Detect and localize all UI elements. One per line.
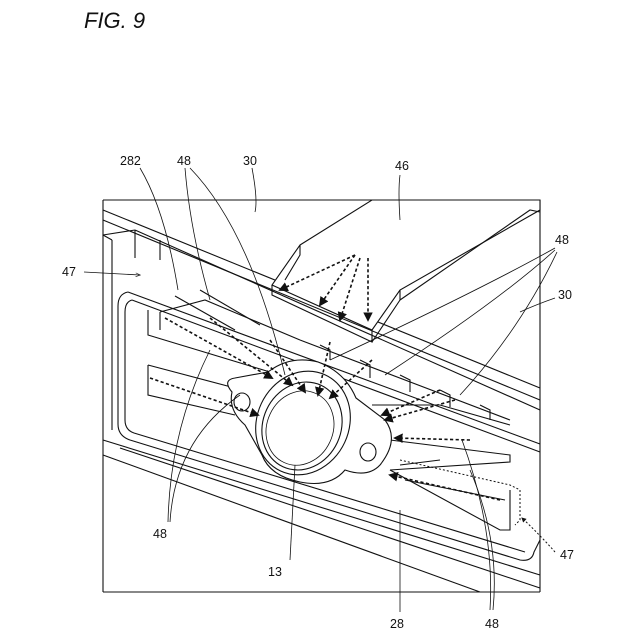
label-28: 28 — [390, 617, 404, 631]
label-282: 282 — [120, 154, 141, 168]
label-48-right: 48 — [555, 233, 569, 247]
label-48-bottom: 48 — [485, 617, 499, 631]
label-13: 13 — [268, 565, 282, 579]
plate-46 — [272, 200, 540, 342]
label-46: 46 — [395, 159, 409, 173]
label-30-right: 30 — [558, 288, 572, 302]
label-47-left: 47 — [62, 265, 76, 279]
flange-13 — [228, 356, 392, 491]
label-48-left: 48 — [153, 527, 167, 541]
left-wall — [103, 235, 112, 430]
label-30-top: 30 — [243, 154, 257, 168]
figure-title: FIG. 9 — [84, 8, 145, 33]
label-48-top: 48 — [177, 154, 191, 168]
label-47-right: 47 — [560, 548, 574, 562]
